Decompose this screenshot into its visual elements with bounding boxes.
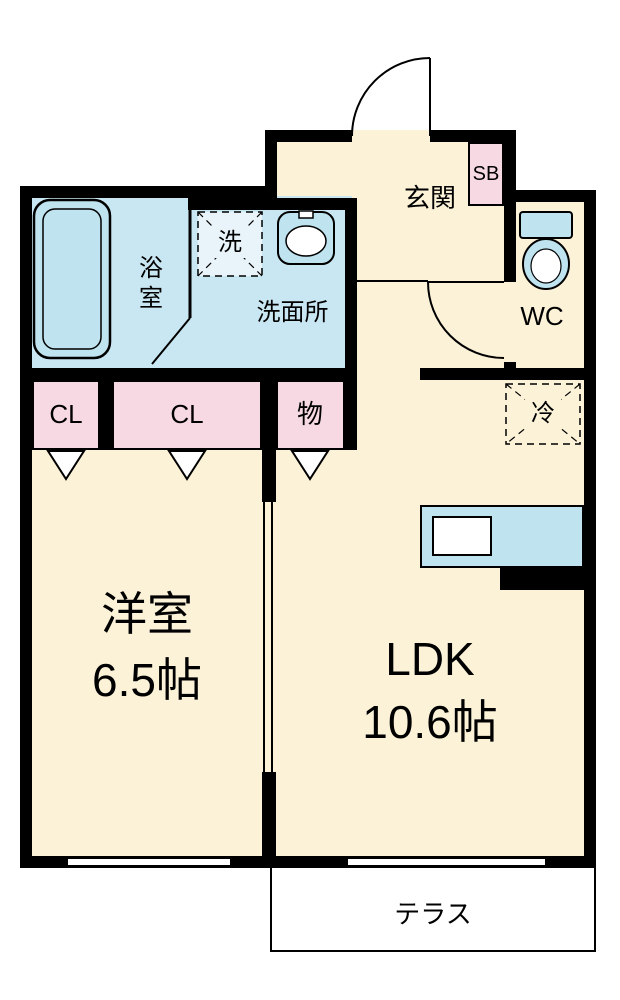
entrance-door-arc [351, 57, 431, 137]
ldk-label: LDK [385, 633, 475, 685]
shoe-box-label: SB [472, 162, 500, 185]
wall-outer-bottom-b [230, 856, 348, 868]
western-room-label-block: 洋室 6.5帖 [32, 578, 262, 710]
fridge-label: 冷 [525, 398, 561, 430]
partition-line-left [263, 502, 265, 772]
washroom-label: 洗面所 [256, 298, 329, 326]
wall-wc-left-upper [504, 202, 516, 282]
terrace-area [270, 868, 596, 952]
wall-washroom-right [345, 198, 357, 450]
wc-label: WC [520, 300, 564, 331]
closet2-label: CL [170, 398, 204, 429]
wall-outer-right [584, 190, 596, 868]
wall-entrance-left [265, 130, 277, 210]
closet1-label: CL [49, 398, 83, 429]
wall-outer-bottom-a [20, 856, 68, 868]
shoe-box [468, 142, 504, 206]
wall-entrance-top-left [265, 130, 352, 142]
entrance-label: 玄関 [403, 182, 456, 213]
ldk-size: 10.6帖 [362, 696, 498, 748]
kitchen-sink [432, 516, 492, 556]
wall-wc-top [504, 190, 596, 202]
window-ldk [348, 856, 545, 868]
storage-label: 物 [296, 398, 323, 429]
wall-wet-closet-divider [20, 368, 357, 380]
wall-entrance-right [504, 130, 516, 202]
wall-entrance-bottom [420, 368, 516, 380]
ldk-label-block: LDK 10.6帖 [276, 632, 584, 752]
partition-line-right [271, 502, 273, 772]
western-room-label: 洋室 [101, 588, 193, 640]
storage-box [276, 380, 345, 450]
wall-outer-bottom-c [545, 856, 596, 868]
kitchen-wall-bar [500, 568, 584, 590]
window-west-room [68, 856, 230, 868]
wall-bath-top [20, 186, 265, 198]
bathroom-label: 浴室 [139, 255, 163, 312]
wall-entrance-top-right [430, 130, 516, 142]
wall-closet-separator [100, 380, 112, 450]
closet2-box [112, 380, 262, 450]
floor-wet-area [26, 196, 352, 376]
wall-wc-bottom [504, 368, 596, 380]
wall-room-divider-bottom [262, 772, 276, 856]
closet1-box [32, 380, 100, 450]
washer-label: 洗 [213, 228, 247, 258]
terrace-label: テラス [394, 898, 472, 929]
western-room-size: 6.5帖 [92, 654, 202, 706]
wall-room-divider-top [262, 380, 276, 502]
wall-outer-left [20, 186, 32, 868]
